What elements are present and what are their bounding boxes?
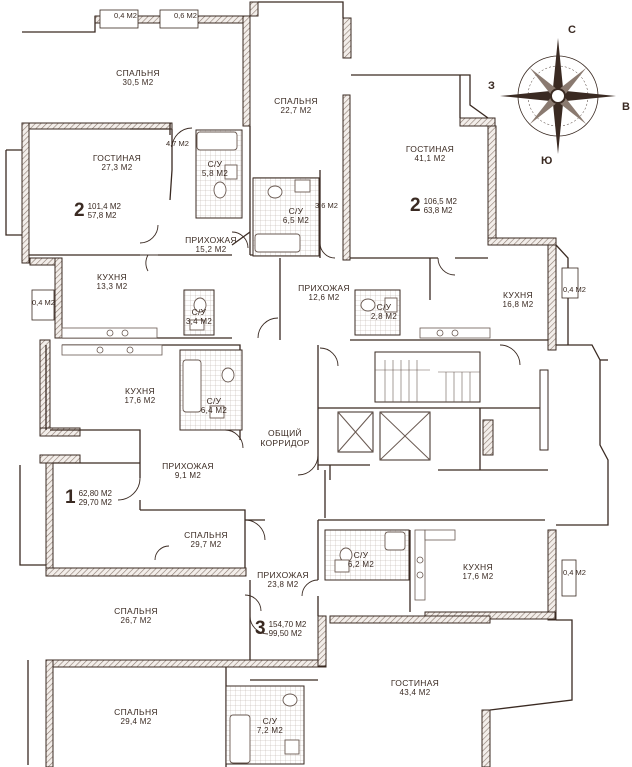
- balcony-area-label: 0,4 М2: [114, 11, 137, 20]
- compass-rose: [500, 38, 616, 154]
- compass-east-label: В: [622, 101, 630, 113]
- apartment-living-area: 29,70 М2: [78, 498, 112, 507]
- door-swings: [117, 127, 521, 707]
- compass-north-label: С: [568, 24, 576, 36]
- apartment-living-area: 57,8 М2: [87, 211, 117, 220]
- closet-area-label: 3,6 М2: [315, 201, 338, 210]
- kitchen-counters: [61, 327, 491, 601]
- exterior-walls: [21, 1, 557, 767]
- fixtures: [182, 131, 406, 764]
- apartment-total-area: 101,4 М2: [87, 202, 121, 211]
- compass-west-label: З: [488, 80, 495, 92]
- balcony-area-label: 0,4 М2: [32, 298, 55, 307]
- compass-south-label: Ю: [541, 155, 553, 167]
- closet-area-label: 4,7 М2: [166, 139, 189, 148]
- apartment-rooms-count: 1: [65, 487, 76, 508]
- apartment-rooms-count: 2: [74, 200, 85, 221]
- balcony-area-label: 0,4 М2: [563, 568, 586, 577]
- apartment-total-area: 62,80 М2: [78, 489, 112, 498]
- balcony-area-label: 0,4 М2: [563, 285, 586, 294]
- apartment-rooms-count: 3: [255, 618, 266, 639]
- apartment-total-area: 154,70 М2: [268, 620, 307, 629]
- windows: [31, 9, 579, 597]
- apartment-living-area: 99,50 М2: [268, 629, 302, 638]
- interior-walls: [5, 1, 609, 767]
- apartment-rooms-count: 2: [410, 195, 421, 216]
- apartment-total-area: 106,5 М2: [423, 197, 457, 206]
- apartment-living-area: 63,8 М2: [423, 206, 453, 215]
- stair-core: [337, 351, 549, 461]
- balcony-area-label: 0,6 М2: [174, 11, 197, 20]
